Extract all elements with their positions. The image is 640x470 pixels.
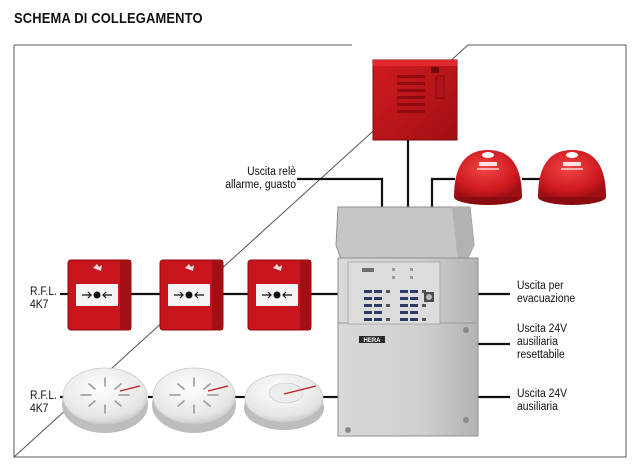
rfl-bottom-line-1: R.F.L. xyxy=(30,390,58,402)
evacuation-output-label: Uscita per evacuazione xyxy=(517,280,575,306)
rfl-label-call-points: R.F.L. 4K7 xyxy=(30,286,57,312)
alarm-bell-2 xyxy=(538,150,606,205)
manual-call-point-1 xyxy=(67,259,132,331)
manual-call-point-2 xyxy=(159,259,224,331)
aux-output-line-1: Uscita 24V xyxy=(517,388,568,400)
rfl-top-line-1: R.F.L. xyxy=(30,286,58,298)
panel-brand: HERA xyxy=(363,338,381,344)
smoke-detector-2 xyxy=(152,367,236,433)
control-panel: HERA xyxy=(335,206,479,437)
aux-resettable-line-2: ausiliaria xyxy=(517,336,558,348)
rfl-top-line-2: 4K7 xyxy=(30,299,49,311)
aux-resettable-label: Uscita 24V ausiliaria resettabile xyxy=(517,323,567,362)
aux-resettable-line-3: resettabile xyxy=(517,349,565,361)
relay-output-line-2: allarme, guasto xyxy=(225,179,296,191)
aux-resettable-line-1: Uscita 24V xyxy=(517,323,568,335)
wiring-lines xyxy=(60,140,540,399)
relay-output-line-1: Uscita relè xyxy=(247,166,296,178)
rfl-label-detectors: R.F.L. 4K7 xyxy=(30,390,57,416)
aux-output-line-2: ausiliaria xyxy=(517,401,558,413)
manual-call-point-3 xyxy=(247,259,312,331)
evacuation-line-2: evacuazione xyxy=(517,293,576,305)
evacuation-line-1: Uscita per xyxy=(517,280,564,292)
alarm-bell-1 xyxy=(454,150,522,205)
smoke-detector-1 xyxy=(62,367,148,433)
relay-output-label: Uscita relè allarme, guasto xyxy=(222,166,296,192)
rfl-bottom-line-2: 4K7 xyxy=(30,403,49,415)
siren-box xyxy=(372,59,458,141)
heat-detector xyxy=(244,373,324,430)
diagram-title: SCHEMA DI COLLEGAMENTO xyxy=(14,10,203,27)
aux-output-label: Uscita 24V ausiliaria xyxy=(517,388,567,414)
